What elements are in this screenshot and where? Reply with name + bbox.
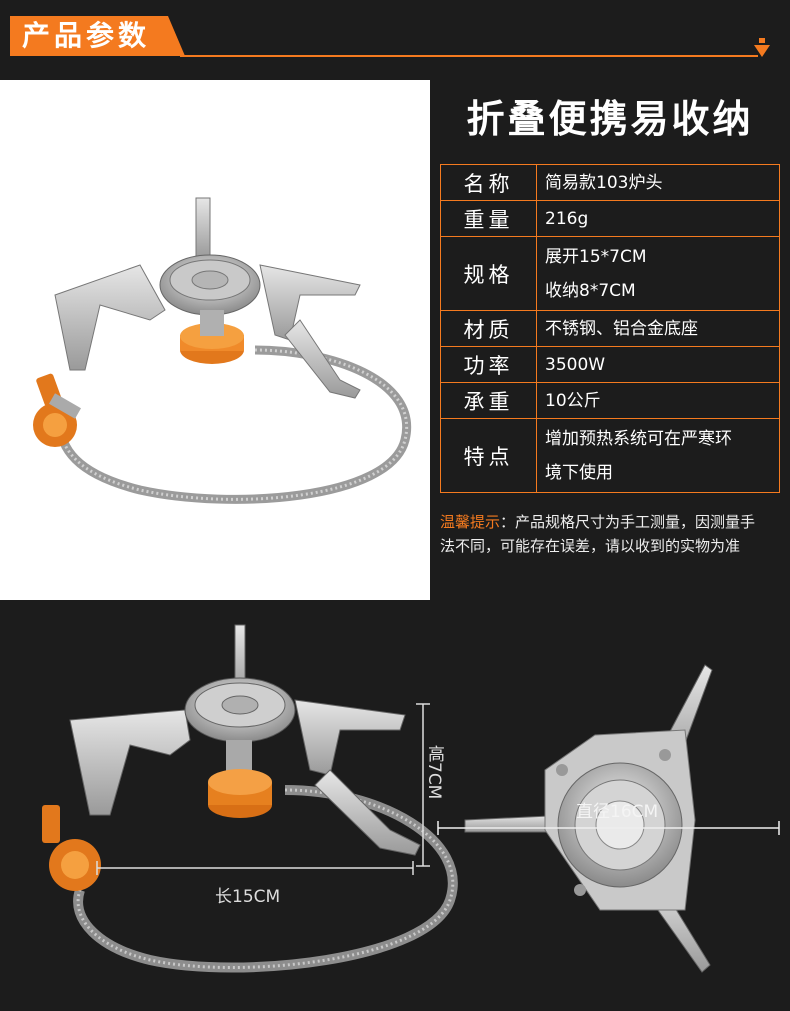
spec-value-line: 10公斤	[545, 390, 601, 411]
spec-value-line: 3500W	[545, 354, 606, 375]
height-label: 高7CM	[424, 745, 444, 800]
spec-value: 简易款103炉头	[536, 164, 780, 201]
spec-table: 名称简易款103炉头重量 216g 规格展开15*7CM 收纳8*7CM 材质不锈钢、铝…	[440, 164, 780, 493]
spec-value: 216g	[536, 200, 780, 237]
stove-product-image	[33, 197, 412, 504]
spec-label: 名称	[440, 164, 537, 201]
product-image-panel	[0, 80, 430, 600]
spec-row: 承重 10公斤	[440, 382, 780, 419]
spec-value: 增加预热系统可在严寒环境下使用	[536, 418, 780, 493]
header-tab-bg	[10, 16, 185, 56]
spec-row: 名称简易款103炉头	[440, 164, 780, 201]
feature-title: 折叠便携易收纳	[466, 97, 754, 141]
spec-value-line: 展开15*7CM	[545, 246, 647, 267]
spec-row: 特点增加预热系统可在严寒环境下使用	[440, 418, 780, 493]
spec-value-line: 216g	[545, 208, 589, 229]
spec-label: 功率	[440, 346, 537, 383]
spec-label: 特点	[440, 418, 537, 493]
spec-value-line: 不锈钢、铝合金底座	[545, 318, 698, 339]
spec-label: 材质	[440, 310, 537, 347]
length-dimension-line	[96, 861, 414, 875]
chevron-down-icon	[754, 38, 770, 57]
tip-text: ：产品规格尺寸为手工测量，因测量手法不同，可能存在误差，请以收到的实物为准	[440, 513, 756, 555]
spec-value-line: 简易款103炉头	[545, 172, 663, 193]
spec-value: 展开15*7CM 收纳8*7CM	[536, 236, 780, 311]
spec-value-line: 增加预热系统可在严寒环	[545, 428, 732, 449]
section-header: 产品参数	[0, 0, 790, 70]
spec-value-line: 收纳8*7CM	[545, 280, 636, 301]
header-divider	[180, 55, 758, 57]
spec-label: 承重	[440, 382, 537, 419]
tip-label: 温馨提示	[440, 513, 501, 531]
height-dimension-line	[416, 703, 430, 867]
length-label: 长15CM	[215, 887, 281, 907]
section-title: 产品参数	[22, 19, 151, 52]
spec-value-line: 境下使用	[545, 462, 613, 483]
stove-side-view-image	[42, 624, 458, 973]
spec-label: 规格	[440, 236, 537, 311]
spec-value: 不锈钢、铝合金底座	[536, 310, 780, 347]
spec-value: 3500W	[536, 346, 780, 383]
spec-value: 10公斤	[536, 382, 780, 419]
spec-row: 功率 3500W	[440, 346, 780, 383]
tip-note: 温馨提示：产品规格尺寸为手工测量，因测量手法不同，可能存在误差，请以收到的实物为…	[440, 510, 770, 558]
diameter-label: 直径16CM	[576, 802, 659, 822]
spec-row: 重量 216g	[440, 200, 780, 237]
spec-row: 规格展开15*7CM 收纳8*7CM	[440, 236, 780, 311]
stove-top-view-image	[464, 664, 713, 973]
spec-row: 材质不锈钢、铝合金底座	[440, 310, 780, 347]
spec-label: 重量	[440, 200, 537, 237]
diameter-dimension-line	[437, 821, 780, 835]
